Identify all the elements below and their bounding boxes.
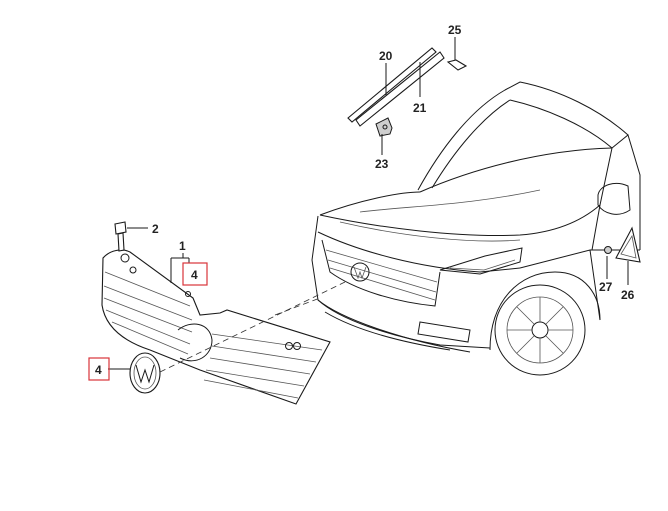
radiator-grille-part [101, 249, 331, 405]
bolt-part [114, 221, 127, 252]
callout-4-upper-highlight-box [182, 262, 208, 286]
callout-21: 21 [413, 101, 427, 115]
callout-4-lower: 4 [95, 363, 102, 377]
callout-23: 23 [375, 157, 389, 171]
callout-4-upper: 4 [191, 268, 198, 282]
callout-20: 20 [379, 49, 393, 63]
callout-4-lower-highlight-box [88, 357, 110, 381]
clip-part [375, 117, 393, 137]
callout-26: 26 [621, 288, 635, 302]
leader-lines [108, 37, 629, 373]
callout-25: 25 [448, 23, 462, 37]
small-clip-part [446, 59, 468, 71]
callout-2: 2 [152, 222, 159, 236]
vw-emblem-part [129, 352, 161, 394]
trim-strip-parts [347, 47, 445, 127]
callout-27: 27 [599, 280, 613, 294]
callout-1: 1 [179, 239, 186, 253]
callout-labels: 20 21 23 25 2 1 4 4 27 26 [88, 23, 635, 381]
vehicle-front-illustration [311, 81, 641, 376]
